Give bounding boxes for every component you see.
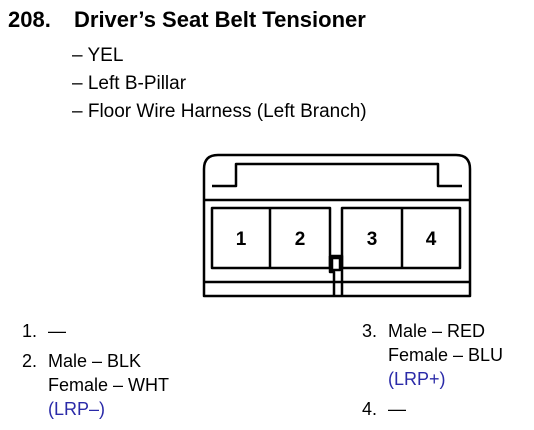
component-number: 208. [8, 7, 51, 32]
detail-location: – Left B-Pillar [72, 73, 187, 94]
component-details: – YEL – Left B-Pillar – Floor Wire Harne… [72, 42, 367, 126]
cavity-label-2: 2 [295, 229, 306, 250]
pin-index: 3. [362, 321, 378, 341]
pin-list-left: 1. — 2. Male – BLK Female – WHT (LRP–) [22, 319, 169, 421]
pin-index: 1. [22, 321, 38, 341]
pin-female-wire: Female – BLU [388, 345, 504, 365]
detail-color: – YEL [72, 45, 124, 66]
pin-3: 3. Male – RED [362, 319, 503, 343]
detail-harness: – Floor Wire Harness (Left Branch) [72, 101, 367, 122]
pin-4: 4. — [362, 397, 503, 421]
pin-female-wire: Female – WHT [48, 375, 170, 395]
pin-1: 1. — [22, 319, 169, 343]
pin-wire: — [48, 321, 66, 341]
component-name: Driver’s Seat Belt Tensioner [74, 7, 366, 32]
cavity-label-3: 3 [367, 229, 378, 250]
pin-wire: — [388, 399, 406, 419]
cavity-label-4: 4 [426, 229, 437, 250]
connector-housing [202, 153, 472, 298]
pin-2: 2. Male – BLK [22, 349, 169, 373]
pin-list-right: 3. Male – RED Female – BLU (LRP+) 4. — [362, 319, 503, 421]
connector-key [328, 254, 344, 296]
component-title: 208. Driver’s Seat Belt Tensioner [8, 7, 366, 33]
pin-circuit-code: (LRP–) [48, 399, 106, 419]
pin-index: 4. [362, 399, 378, 419]
pin-male-wire: Male – RED [388, 321, 486, 341]
cavity-label-1: 1 [236, 229, 247, 250]
connector-lock-channel [212, 162, 462, 188]
pin-index: 2. [22, 351, 38, 371]
pin-male-wire: Male – BLK [48, 351, 142, 371]
connector-key-tab [330, 256, 342, 272]
pin-circuit-code: (LRP+) [388, 369, 446, 389]
